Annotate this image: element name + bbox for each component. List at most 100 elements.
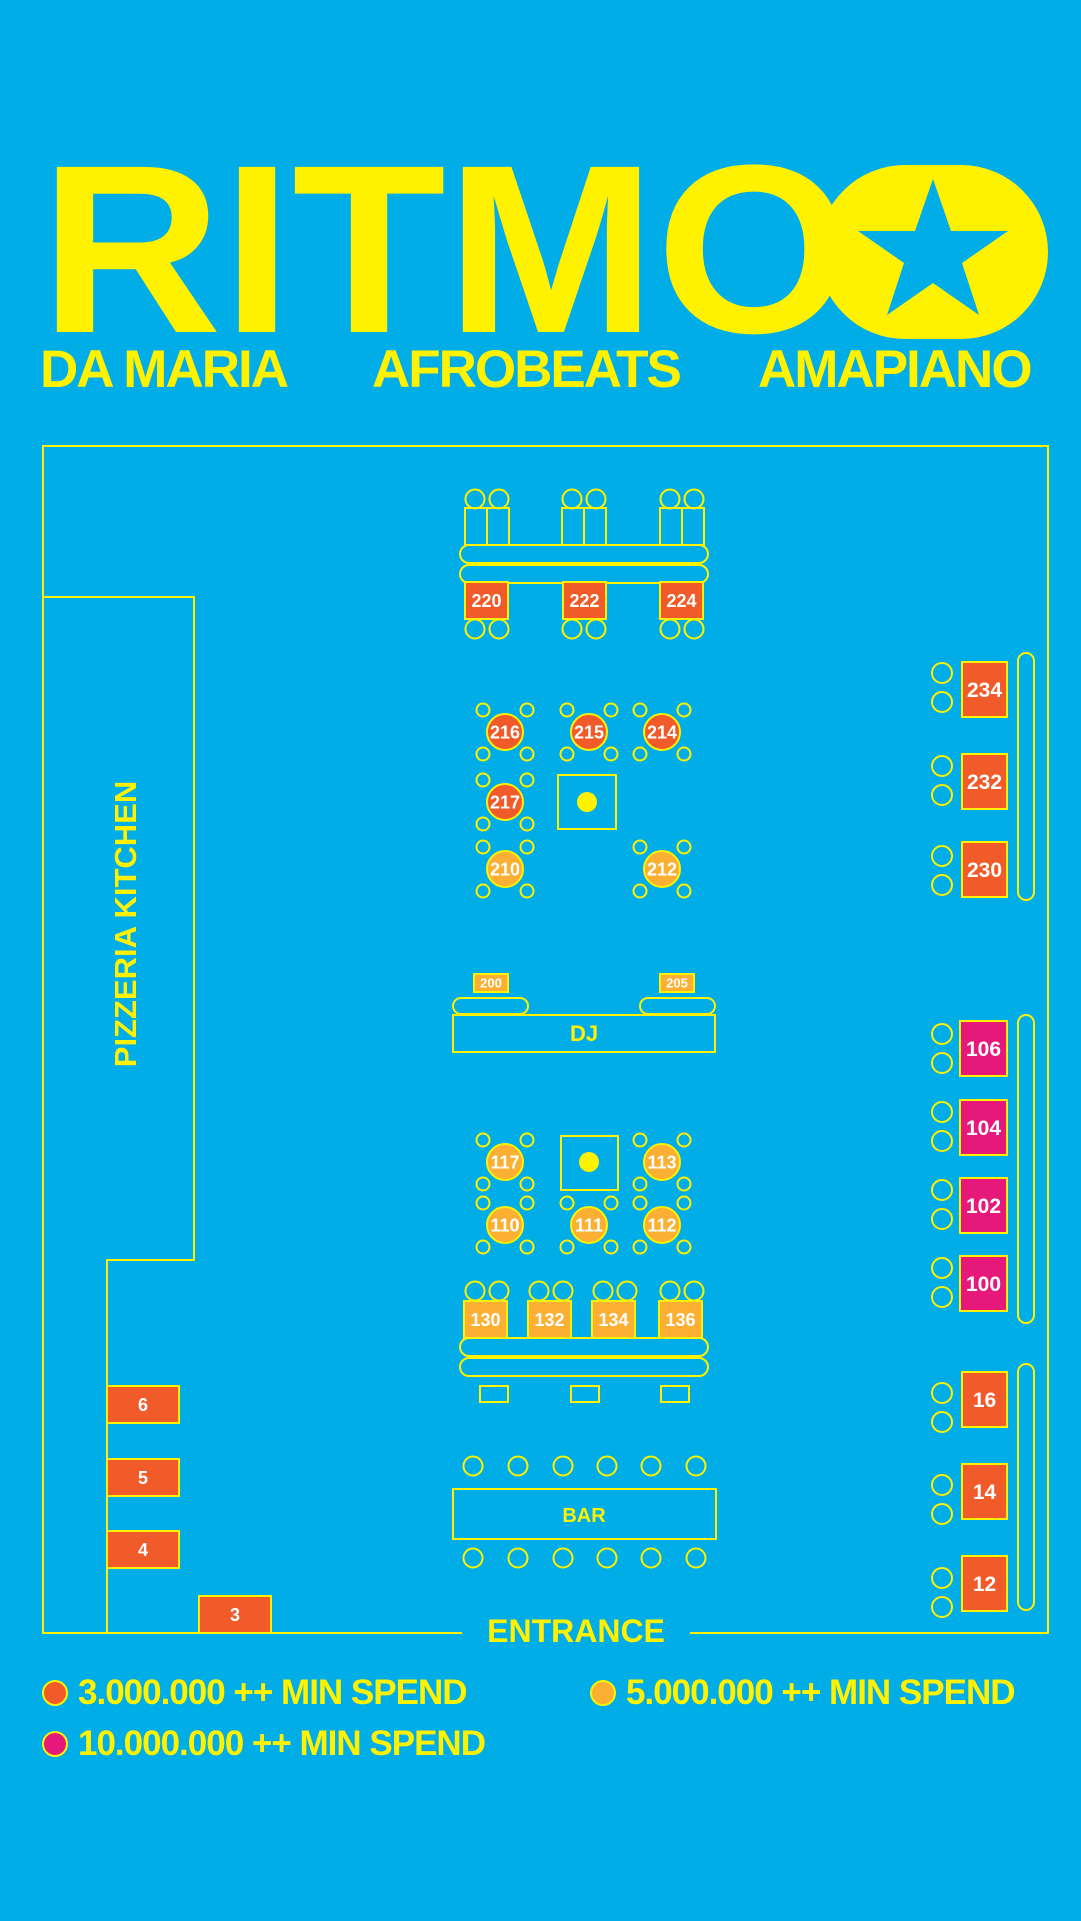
table-132[interactable] xyxy=(527,1300,572,1339)
table-label-110: 110 xyxy=(490,1215,519,1235)
counter-rail xyxy=(459,1337,709,1357)
table-label-215: 215 xyxy=(574,722,604,742)
legend-text-5m: 5.000.000 ++ MIN SPEND xyxy=(626,1673,1015,1712)
table-130[interactable] xyxy=(463,1300,508,1339)
stool xyxy=(519,746,535,762)
stool xyxy=(559,746,575,762)
table-4[interactable] xyxy=(106,1530,180,1569)
table-205[interactable] xyxy=(659,973,695,993)
chair xyxy=(659,507,683,546)
bar-label: BAR xyxy=(562,1505,606,1527)
table-label-205: 205 xyxy=(666,976,688,991)
legend-dot-5m xyxy=(590,1680,616,1706)
table-label-102: 102 xyxy=(966,1195,1001,1218)
table-212[interactable] xyxy=(643,850,681,888)
stool xyxy=(464,488,486,510)
stool xyxy=(475,1176,491,1192)
table-100[interactable] xyxy=(959,1255,1008,1312)
stool xyxy=(931,784,953,806)
stool xyxy=(561,488,583,510)
table-16[interactable] xyxy=(961,1371,1008,1428)
table-234[interactable] xyxy=(961,661,1008,718)
table-5[interactable] xyxy=(106,1458,180,1497)
stool xyxy=(519,839,535,855)
table-214[interactable] xyxy=(643,713,681,751)
small-table xyxy=(479,1385,509,1403)
stool xyxy=(552,1455,574,1477)
table-232[interactable] xyxy=(961,753,1008,810)
table-3[interactable] xyxy=(198,1595,272,1634)
stool xyxy=(931,1023,953,1045)
bench xyxy=(1017,652,1035,901)
ritmo-star-o xyxy=(818,165,1048,339)
table-label-6: 6 xyxy=(138,1395,148,1415)
stool xyxy=(596,1455,618,1477)
table-label-130: 130 xyxy=(470,1310,500,1330)
table-224[interactable] xyxy=(659,581,704,620)
stool xyxy=(931,874,953,896)
table-210[interactable] xyxy=(486,850,524,888)
stool xyxy=(603,1239,619,1255)
table-220[interactable] xyxy=(464,581,509,620)
stool xyxy=(475,772,491,788)
table-label-234: 234 xyxy=(967,679,1002,702)
stool xyxy=(632,883,648,899)
table-111[interactable] xyxy=(570,1206,608,1244)
small-table xyxy=(660,1385,690,1403)
stool xyxy=(931,1596,953,1618)
venue-wall xyxy=(42,445,1049,1634)
table-14[interactable] xyxy=(961,1463,1008,1520)
table-217[interactable] xyxy=(486,783,524,821)
pillar xyxy=(557,774,617,830)
stool xyxy=(676,883,692,899)
table-215[interactable] xyxy=(570,713,608,751)
table-12[interactable] xyxy=(961,1555,1008,1612)
table-label-12: 12 xyxy=(973,1573,996,1596)
table-216[interactable] xyxy=(486,713,524,751)
stool xyxy=(585,488,607,510)
table-117[interactable] xyxy=(486,1143,524,1181)
table-label-136: 136 xyxy=(665,1310,695,1330)
table-104[interactable] xyxy=(959,1099,1008,1156)
table-label-117: 117 xyxy=(490,1152,519,1172)
stool xyxy=(488,488,510,510)
stool xyxy=(464,1280,486,1302)
stool xyxy=(519,702,535,718)
stool xyxy=(683,618,705,640)
stool xyxy=(676,746,692,762)
table-106[interactable] xyxy=(959,1020,1008,1077)
stool xyxy=(676,1132,692,1148)
stool xyxy=(616,1280,638,1302)
pillar xyxy=(560,1135,619,1191)
stool xyxy=(632,1176,648,1192)
stool xyxy=(931,1567,953,1589)
table-label-4: 4 xyxy=(138,1540,148,1560)
table-113[interactable] xyxy=(643,1143,681,1181)
table-112[interactable] xyxy=(643,1206,681,1244)
stool xyxy=(640,1455,662,1477)
stool xyxy=(475,1239,491,1255)
stool xyxy=(640,1547,662,1569)
stool xyxy=(507,1455,529,1477)
legend-10m: 10.000.000 ++ MIN SPEND xyxy=(42,1724,486,1764)
stool xyxy=(596,1547,618,1569)
table-136[interactable] xyxy=(658,1300,703,1339)
stool xyxy=(931,662,953,684)
entrance-label: ENTRANCE xyxy=(487,1613,665,1649)
table-222[interactable] xyxy=(562,581,607,620)
stool xyxy=(931,1286,953,1308)
table-200[interactable] xyxy=(473,973,509,993)
table-230[interactable] xyxy=(961,841,1008,898)
stool xyxy=(931,1130,953,1152)
stool xyxy=(931,1052,953,1074)
table-102[interactable] xyxy=(959,1177,1008,1234)
stool xyxy=(931,1257,953,1279)
table-6[interactable] xyxy=(106,1385,180,1424)
stool xyxy=(931,1503,953,1525)
stool xyxy=(685,1547,707,1569)
stool xyxy=(519,883,535,899)
table-134[interactable] xyxy=(591,1300,636,1339)
table-110[interactable] xyxy=(486,1206,524,1244)
table-label-200: 200 xyxy=(480,976,502,991)
